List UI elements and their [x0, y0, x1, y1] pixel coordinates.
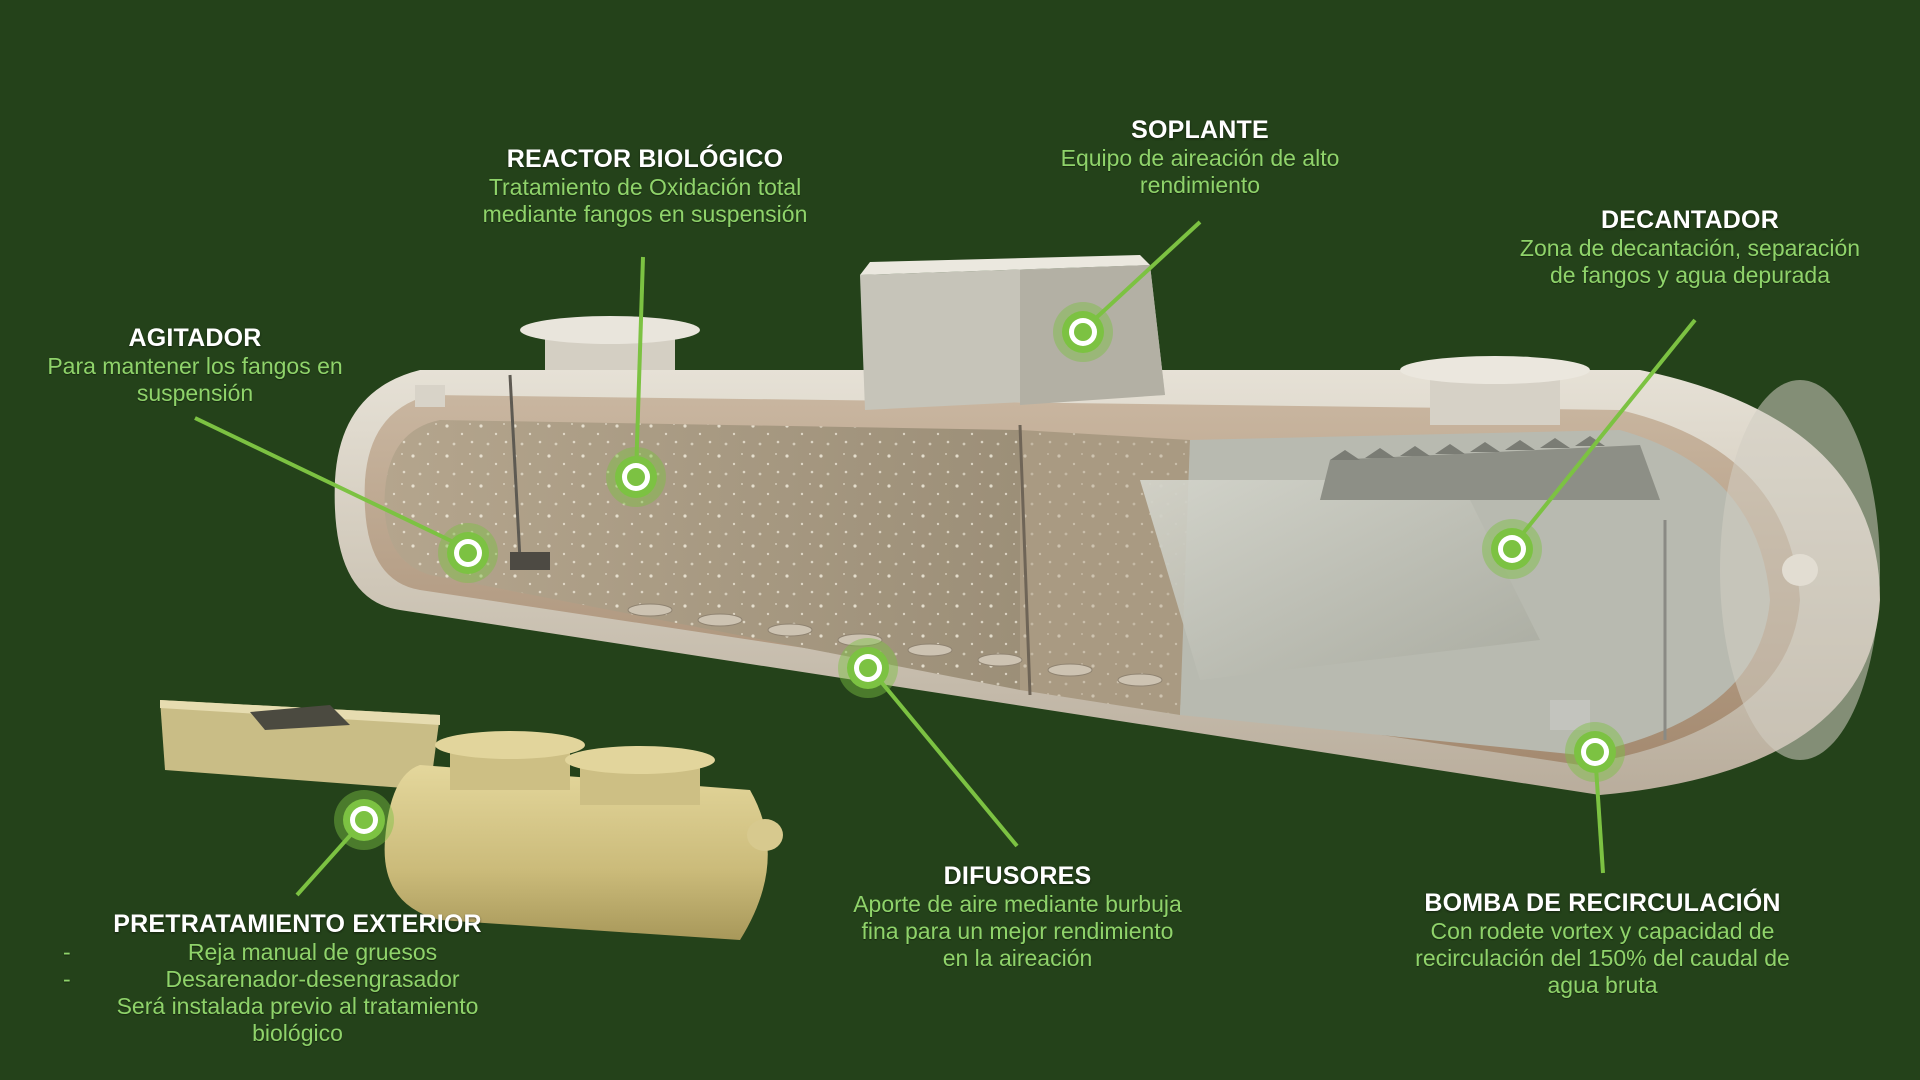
callout-line: Para mantener los fangos en — [47, 353, 343, 379]
callout-title: AGITADOR — [128, 324, 262, 352]
hotspot-pretratamiento[interactable] — [334, 790, 394, 850]
callout-line: rendimiento — [1139, 172, 1261, 198]
hotspot-reactor[interactable] — [606, 447, 666, 507]
bullet-marker: - — [63, 966, 71, 992]
callout-bullet: - Desarenador-desengrasador — [55, 966, 540, 993]
callout-title: SOPLANTE — [1131, 116, 1269, 144]
bullet-text: Reja manual de gruesos — [187, 939, 438, 965]
bullet-text: Desarenador-desengrasador — [165, 966, 460, 992]
callout-line: Con rodete vortex y capacidad de — [1430, 918, 1775, 944]
callout-line: recirculación del 150% del caudal de — [1415, 945, 1790, 971]
main-tank — [334, 316, 1881, 795]
callout-bomba: BOMBA DE RECIRCULACIÓN Con rodete vortex… — [1355, 889, 1850, 999]
callout-line: mediante fangos en suspensión — [482, 201, 808, 227]
callout-line: de fangos y agua depurada — [1549, 262, 1831, 288]
callout-line: Tratamiento de Oxidación total — [488, 174, 802, 200]
callout-soplante: SOPLANTE Equipo de aireación de alto ren… — [1000, 116, 1400, 199]
callout-agitador: AGITADOR Para mantener los fangos en sus… — [0, 324, 390, 407]
callout-difusores: DIFUSORES Aporte de aire mediante burbuj… — [800, 862, 1235, 972]
callout-title: DIFUSORES — [943, 862, 1092, 890]
callout-line: Equipo de aireación de alto — [1060, 145, 1340, 171]
callout-line: suspensión — [136, 380, 254, 406]
callout-reactor: REACTOR BIOLÓGICO Tratamiento de Oxidaci… — [420, 145, 870, 228]
callout-title: REACTOR BIOLÓGICO — [506, 145, 784, 173]
callout-line: en la aireación — [942, 945, 1093, 971]
callout-line: Será instalada previo al tratamiento — [116, 993, 479, 1019]
pretreatment-unit — [160, 700, 783, 940]
callout-title: BOMBA DE RECIRCULACIÓN — [1424, 889, 1781, 917]
bullet-marker: - — [63, 939, 71, 965]
callout-line: biológico — [252, 1020, 343, 1046]
callout-bullet: - Reja manual de gruesos — [55, 939, 540, 966]
callout-line: Zona de decantación, separación — [1519, 235, 1861, 261]
blower-box — [860, 255, 1165, 410]
callout-decantador: DECANTADOR Zona de decantación, separaci… — [1460, 206, 1920, 289]
callout-line: Aporte de aire mediante burbuja — [853, 891, 1182, 917]
callout-line: fina para un mejor rendimiento — [861, 918, 1174, 944]
leader-lines — [194, 220, 1697, 897]
callout-title: PRETRATAMIENTO EXTERIOR — [113, 910, 482, 938]
hotspot-difusores[interactable] — [838, 638, 898, 698]
callout-line: agua bruta — [1547, 972, 1658, 998]
hotspot-decantador[interactable] — [1482, 519, 1542, 579]
callout-title: DECANTADOR — [1601, 206, 1779, 234]
hotspot-bomba[interactable] — [1565, 722, 1625, 782]
hotspot-soplante[interactable] — [1053, 302, 1113, 362]
callout-pretratamiento: PRETRATAMIENTO EXTERIOR - Reja manual de… — [55, 910, 540, 1047]
hotspot-agitador[interactable] — [438, 523, 498, 583]
right-manhole — [1400, 356, 1590, 425]
